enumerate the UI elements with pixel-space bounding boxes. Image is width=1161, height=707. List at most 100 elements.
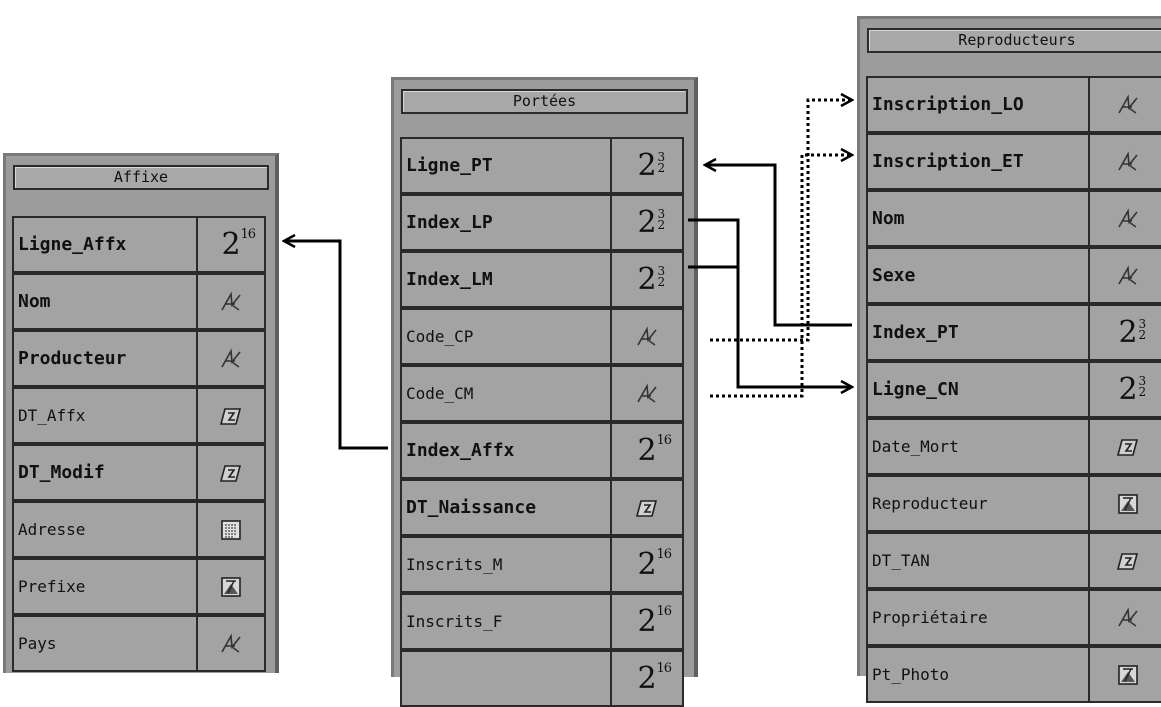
alpha-icon	[219, 347, 243, 370]
field-name[interactable]: Code_CM	[400, 365, 610, 422]
field-name[interactable]	[400, 650, 610, 707]
field-row-pays[interactable]: Pays	[12, 615, 266, 672]
field-type-date-icon	[610, 479, 684, 536]
field-row-dt-tan[interactable]: DT_TAN	[866, 532, 1161, 589]
field-type-alpha-icon	[196, 273, 266, 330]
field-row-dt-modif[interactable]: DT_Modif	[12, 444, 266, 501]
field-name[interactable]: DT_Affx	[12, 387, 196, 444]
field-row-producteur[interactable]: Producteur	[12, 330, 266, 387]
field-name[interactable]: Code_CP	[400, 308, 610, 365]
field-row-reproducteur[interactable]: Reproducteur	[866, 475, 1161, 532]
field-name[interactable]: DT_Naissance	[400, 479, 610, 536]
field-name[interactable]: Inscrits_M	[400, 536, 610, 593]
field-row-dt-affx[interactable]: DT_Affx	[12, 387, 266, 444]
field-name[interactable]: Index_LM	[400, 251, 610, 308]
alpha-icon	[219, 632, 243, 655]
field-name[interactable]: Ligne_PT	[400, 137, 610, 194]
field-type-alpha-icon	[1088, 589, 1161, 646]
field-name[interactable]: Pt_Photo	[866, 646, 1088, 703]
field-name[interactable]: Propriétaire	[866, 589, 1088, 646]
date-icon	[635, 497, 659, 519]
field-type-alpha-icon	[196, 615, 266, 672]
field-row-nom[interactable]: Nom	[866, 190, 1161, 247]
field-type-alpha-icon	[1088, 190, 1161, 247]
alpha-icon	[1116, 207, 1140, 230]
field-name[interactable]: Inscription_ET	[866, 133, 1088, 190]
field-row-dt-naissance[interactable]: DT_Naissance	[400, 479, 684, 536]
field-type-picture-icon	[1088, 646, 1161, 703]
field-row-adresse[interactable]: Adresse	[12, 501, 266, 558]
field-name[interactable]: Nom	[866, 190, 1088, 247]
field-name[interactable]: Producteur	[12, 330, 196, 387]
field-name[interactable]: Inscription_LO	[866, 76, 1088, 133]
field-name[interactable]: Index_Affx	[400, 422, 610, 479]
field-name[interactable]: Reproducteur	[866, 475, 1088, 532]
field-name[interactable]: Date_Mort	[866, 418, 1088, 475]
field-row-propri-taire[interactable]: Propriétaire	[866, 589, 1161, 646]
field-type-text-icon	[196, 501, 266, 558]
date-icon	[219, 462, 243, 484]
table-title-portees[interactable]: Portées	[401, 89, 688, 114]
field-row-pt-photo[interactable]: Pt_Photo	[866, 646, 1161, 703]
alpha-icon	[635, 325, 659, 348]
field-name[interactable]: Nom	[12, 273, 196, 330]
relation-code-cp-to-inscription-lo	[710, 100, 852, 342]
field-row-prefixe[interactable]: Prefixe	[12, 558, 266, 615]
field-row-nom[interactable]: Nom	[12, 273, 266, 330]
field-row-date-mort[interactable]: Date_Mort	[866, 418, 1161, 475]
alpha-icon	[1116, 93, 1140, 116]
field-name[interactable]: Prefixe	[12, 558, 196, 615]
table-title-reproducteurs[interactable]: Reproducteurs	[867, 28, 1161, 53]
field-name[interactable]: DT_Modif	[12, 444, 196, 501]
field-row-code-cm[interactable]: Code_CM	[400, 365, 684, 422]
picture-icon	[219, 575, 243, 599]
field-name[interactable]: DT_TAN	[866, 532, 1088, 589]
field-name[interactable]: Ligne_Affx	[12, 216, 196, 273]
field-type-date-icon	[196, 444, 266, 501]
alpha-icon	[1116, 606, 1140, 629]
field-name[interactable]: Adresse	[12, 501, 196, 558]
field-name[interactable]: Index_PT	[866, 304, 1088, 361]
field-row-inscription-et[interactable]: Inscription_ET	[866, 133, 1161, 190]
field-row-code-cp[interactable]: Code_CP	[400, 308, 684, 365]
field-row-inscription-lo[interactable]: Inscription_LO	[866, 76, 1161, 133]
field-type-alpha-icon	[610, 308, 684, 365]
field-name[interactable]: Index_LP	[400, 194, 610, 251]
field-name[interactable]: Pays	[12, 615, 196, 672]
alpha-icon	[219, 290, 243, 313]
field-name[interactable]: Ligne_CN	[866, 361, 1088, 418]
field-name[interactable]: Sexe	[866, 247, 1088, 304]
table-title-affixe[interactable]: Affixe	[13, 165, 269, 190]
field-row-sexe[interactable]: Sexe	[866, 247, 1161, 304]
field-type-date-icon	[196, 387, 266, 444]
field-name[interactable]: Inscrits_F	[400, 593, 610, 650]
field-type-alpha-icon	[1088, 133, 1161, 190]
field-type-alpha-icon	[610, 365, 684, 422]
date-icon	[219, 405, 243, 427]
alpha-icon	[1116, 150, 1140, 173]
relation-index-affx-to-ligne-affx	[284, 241, 388, 450]
field-type-alpha-icon	[1088, 247, 1161, 304]
